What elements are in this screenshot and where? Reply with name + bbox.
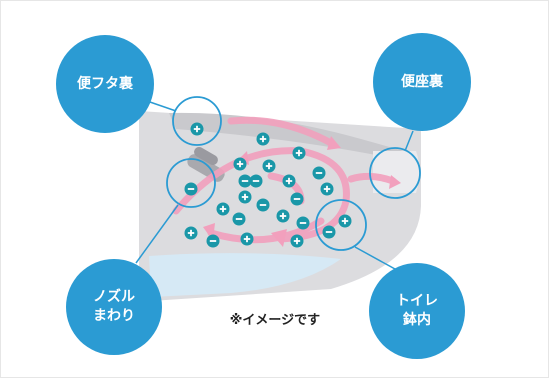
label-seat-underside: 便座裏 — [373, 33, 471, 131]
plus-ion-icon — [320, 182, 334, 196]
connector-seat — [404, 130, 414, 152]
minus-ion-icon — [249, 174, 263, 188]
label-bowl-inside: トイレ 鉢内 — [369, 263, 465, 359]
plus-ion-icon — [184, 226, 198, 240]
minus-ion-icon — [238, 174, 252, 188]
plus-ion-icon — [238, 190, 252, 204]
arrowhead-4 — [389, 175, 401, 189]
plus-ion-icon — [290, 234, 304, 248]
connector-lid — [146, 100, 177, 112]
plus-ion-icon — [282, 174, 296, 188]
plus-ion-icon — [216, 202, 230, 216]
plus-ion-icon — [256, 132, 270, 146]
toilet-seat-shape — [373, 151, 420, 193]
plus-ion-icon — [190, 122, 204, 136]
bowl-water-shape — [149, 253, 341, 297]
connector-nozzle — [135, 204, 179, 264]
minus-ion-icon — [296, 216, 310, 230]
plus-ion-icon — [233, 157, 247, 171]
plus-ion-icon — [292, 146, 306, 160]
swirl-arrow-top — [227, 116, 335, 147]
connector-bowl — [354, 246, 396, 270]
callout-ring-nozzle — [166, 158, 216, 208]
callout-ring-bowl — [315, 199, 367, 251]
callout-ring-lid — [172, 96, 222, 146]
minus-ion-icon — [256, 198, 270, 212]
minus-ion-icon — [290, 192, 304, 206]
swirl-arrow-lower — [207, 217, 325, 244]
label-nozzle-area: ノズル まわり — [66, 259, 162, 355]
plus-ion-icon — [276, 209, 290, 223]
swirl-arrow-right — [347, 172, 397, 185]
arrowhead-3 — [327, 136, 341, 150]
minus-ion-icon — [232, 212, 246, 226]
label-lid-underside: 便フタ裏 — [56, 35, 154, 133]
plus-ion-icon — [338, 214, 352, 228]
plus-ion-icon — [262, 159, 276, 173]
image-caption: ※イメージです — [229, 313, 321, 328]
callout-ring-seat — [369, 147, 421, 199]
minus-ion-icon — [322, 225, 336, 239]
plus-ion-icon — [240, 232, 254, 246]
nozzle-tip-shape — [194, 147, 218, 165]
arrowhead-1 — [271, 229, 287, 247]
minus-ion-icon — [206, 234, 220, 248]
minus-ion-icon — [312, 166, 326, 180]
minus-ion-icon — [184, 182, 198, 196]
toilet-lid-shape — [169, 112, 411, 161]
